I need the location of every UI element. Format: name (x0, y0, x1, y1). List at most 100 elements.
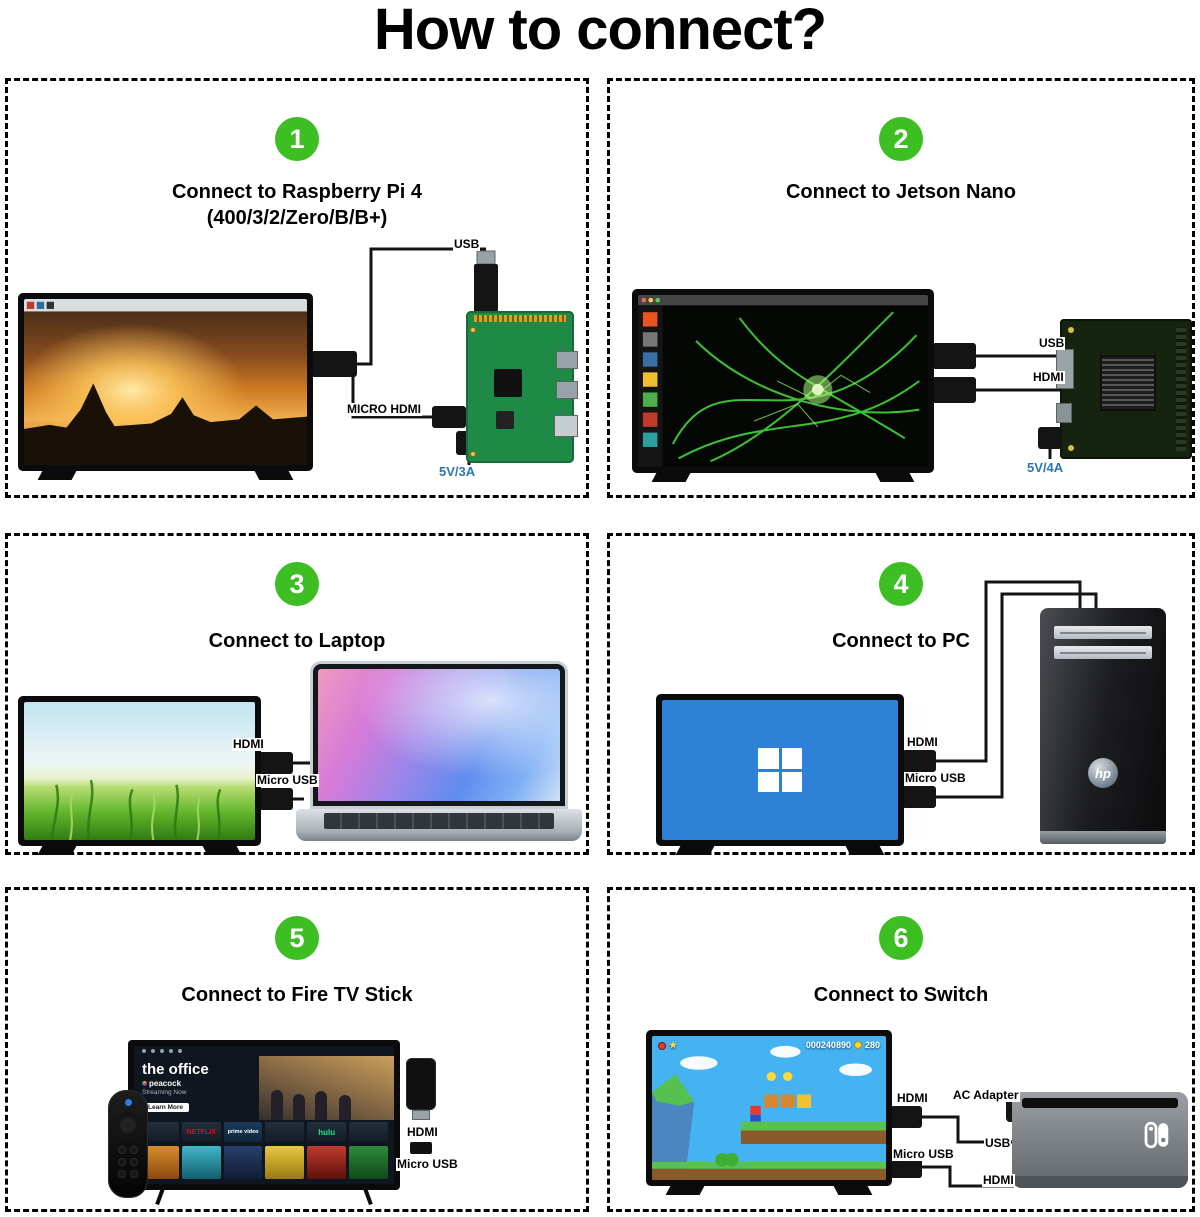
monitor-screen-grass (24, 702, 255, 840)
usb-port (556, 351, 578, 369)
thumbnail (265, 1146, 305, 1179)
panel-4-title: Connect to PC (832, 630, 970, 652)
hero-text: the office peacock Streaming Now Learn M… (134, 1056, 277, 1120)
hero-image (258, 1056, 394, 1120)
monitor-foot-left (665, 1186, 705, 1195)
usb-label: USB (1038, 336, 1066, 350)
page-title: How to connect? (373, 0, 827, 62)
heatsink (1100, 355, 1156, 411)
laptop-base (296, 809, 582, 841)
jetson-nano-board (1056, 319, 1192, 459)
mario-game-image (652, 1036, 886, 1180)
step-4-badge: 4 (879, 562, 923, 606)
remote-buttons (108, 1146, 148, 1178)
panel-2-title: Connect to Jetson Nano (785, 181, 1016, 203)
panel-1-title: Connect to Raspberry Pi 4 (171, 181, 423, 203)
drive-bay (1054, 646, 1152, 659)
fire-tv-stick (406, 1058, 436, 1110)
mario-icon (658, 1041, 666, 1050)
monitor-foot-right (875, 473, 915, 482)
grass-image (24, 702, 255, 840)
app-tile (265, 1122, 305, 1142)
app-tile-hulu: hulu (307, 1122, 347, 1142)
laptop-screen (313, 664, 565, 806)
windows-logo-icon (758, 748, 802, 792)
monitor-foot-left (37, 846, 77, 855)
nav-ring (115, 1112, 141, 1138)
console-edge (1022, 1098, 1178, 1108)
sunset-image (24, 299, 307, 465)
portable-monitor (18, 293, 313, 480)
monitor-screen-mario: ★ 000240890 280 (652, 1036, 886, 1180)
micro-usb-label: Micro USB (892, 1147, 955, 1161)
micro-usb-label: Micro USB (904, 771, 967, 785)
mount-hole (470, 327, 476, 333)
portable-monitor (18, 696, 261, 855)
usb-label: USB (453, 237, 481, 251)
panel-5-title: Connect to Fire TV Stick (181, 984, 413, 1006)
green-fractal-desktop (638, 295, 928, 467)
thumbnail (307, 1146, 347, 1179)
thumbnail (181, 1146, 221, 1179)
step-1-badge: 1 (275, 117, 319, 161)
usb-port (556, 381, 578, 399)
micro-usb-label: Micro USB (396, 1157, 459, 1171)
hdmi-label: HDMI (232, 737, 265, 751)
micro-usb-label: Micro USB (256, 773, 319, 787)
micro-hdmi-label: MICRO HDMI (346, 402, 422, 416)
power-label: 5V/3A (438, 464, 477, 479)
mount-hole (1068, 445, 1074, 451)
monitor-foot-right (845, 846, 885, 855)
app-tile (349, 1122, 388, 1142)
monitor-screen-sunset (24, 299, 307, 465)
game-hud-right: 000240890 280 (806, 1040, 880, 1050)
game-hud-left: ★ (658, 1040, 677, 1051)
switch-logo-icon (1144, 1121, 1169, 1149)
show-title: the office (142, 1061, 209, 1078)
ac-adapter-label: AC Adapter (952, 1088, 1020, 1102)
panel-5-illustration: the office peacock Streaming Now Learn M… (8, 890, 586, 1209)
thumbnail-row (134, 1144, 394, 1184)
hdmi-connector (412, 1110, 430, 1120)
power-label: 5V/4A (1026, 460, 1065, 475)
pin-header (1176, 327, 1186, 451)
panel-switch: 6 Connect to Switch (607, 887, 1195, 1212)
person-silhouette (314, 1091, 327, 1120)
panel-pc: 4 Connect to PC hp HDMI Mic (607, 533, 1195, 855)
panel-3-illustration: HDMI Micro USB (8, 536, 586, 855)
raspberry-pi-board (466, 311, 578, 463)
windows-desktop (662, 700, 898, 840)
dock-base (1012, 1176, 1188, 1188)
app-row: NETFLIX prime video hulu (134, 1120, 394, 1144)
monitor-foot-left (37, 471, 77, 480)
hp-logo-text: hp (1095, 765, 1111, 781)
fire-tv-home-screen: the office peacock Streaming Now Learn M… (134, 1046, 394, 1184)
drive-bay (1054, 626, 1152, 639)
gpio-pins (474, 315, 566, 322)
ethernet-port (554, 415, 578, 437)
app-tile-prime-video: prime video (223, 1122, 263, 1142)
tv: the office peacock Streaming Now Learn M… (128, 1040, 400, 1206)
tv-leg-right (363, 1187, 373, 1206)
fire-tv-nav (134, 1046, 394, 1056)
panel-raspberry-pi: 1 Connect to Raspberry Pi 4 (400/3/2/Zer… (5, 78, 589, 498)
portable-monitor (632, 289, 934, 482)
panel-4-illustration: hp HDMI Micro USB (610, 536, 1192, 855)
coin-icon (853, 1041, 862, 1049)
thumbnail (349, 1146, 388, 1179)
tagline: Streaming Now (142, 1089, 187, 1096)
panel-2-illustration: USB HDMI 5V/4A (610, 81, 1192, 495)
nintendo-switch-dock (1012, 1092, 1188, 1188)
monitor-foot-left (675, 846, 715, 855)
app-tile (140, 1122, 179, 1142)
panel-fire-tv: 5 Connect to Fire TV Stick the offi (5, 887, 589, 1212)
portable-monitor (656, 694, 904, 855)
laptop (296, 664, 582, 841)
person-silhouette (338, 1095, 351, 1120)
panel-6-illustration: ★ 000240890 280 (610, 890, 1192, 1209)
person-silhouette (292, 1094, 305, 1120)
thumbnail (223, 1146, 263, 1179)
person-silhouette (270, 1090, 283, 1120)
pc-tower: hp (1040, 608, 1166, 844)
step-6-badge: 6 (879, 916, 923, 960)
